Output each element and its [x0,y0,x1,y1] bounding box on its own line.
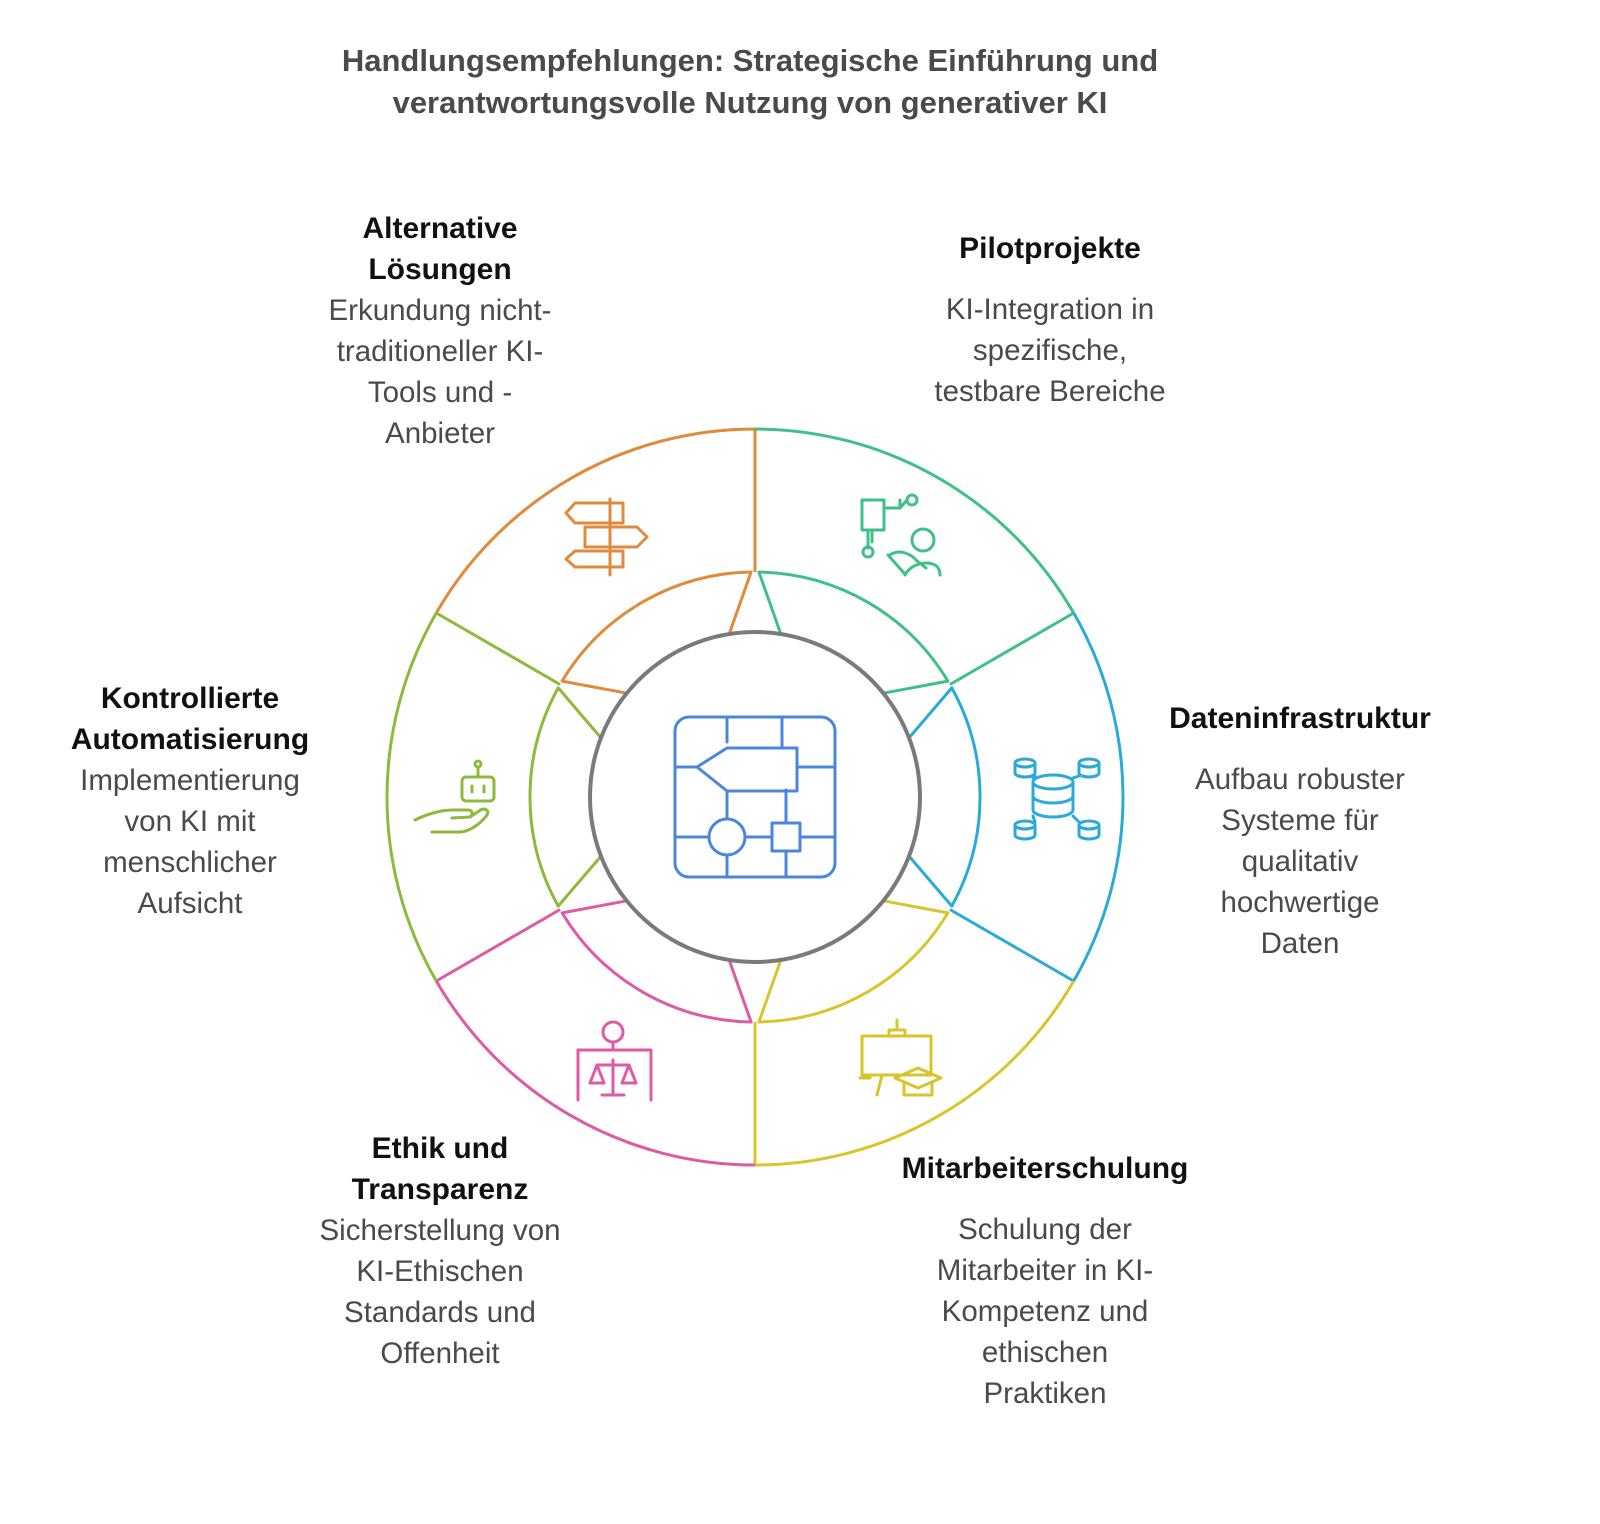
heading-line: Automatisierung [70,723,310,756]
segment-outer-arc [754,427,1075,614]
segment-heading: Kontrollierte Automatisierung [40,678,340,760]
segment-heading: Dateninfrastruktur [1169,702,1431,735]
title-line-2: verantwortungsvolle Nutzung von generati… [392,85,1108,120]
page-title: Handlungsempfehlungen: Strategische Einf… [200,40,1300,124]
segment-divider [949,908,1075,983]
segment-description: Erkundung nicht- traditioneller KI- Tool… [328,294,552,450]
segment-heading: Pilotprojekte [959,232,1141,265]
training-board-cap-icon [858,1018,943,1097]
heading-line: Transparenz [351,1173,529,1206]
title-line-1: Handlungsempfehlungen: Strategische Einf… [341,43,1159,78]
segment-inner-bracket [560,899,753,1024]
segment-inner-bracket [560,570,753,695]
segment-pilot: Pilotprojekte KI-Integration in spezifis… [900,228,1200,412]
segment-outer-arc [754,980,1075,1167]
segment-description: Aufbau robuster Systeme für qualitativ h… [1195,763,1405,960]
segment-divider [435,611,561,686]
heading-line: Alternative [362,212,518,245]
segment-heading: Mitarbeiterschulung [901,1152,1189,1185]
segment-heading: Ethik und Transparenz [280,1128,600,1210]
segment-inner-bracket [528,686,603,908]
segment-description: Schulung der Mitarbeiter in KI- Kompeten… [936,1213,1154,1410]
database-network-icon [1013,757,1101,841]
heading-line: Ethik und [371,1132,509,1165]
robot-hand-icon [413,759,496,834]
segment-inner-bracket [907,686,982,908]
heading-line: Lösungen [368,253,512,286]
segment-heading: Alternative Lösungen [290,208,590,290]
segment-outer-arc [435,427,756,614]
segment-mitarbeiter-shape [753,899,1075,1167]
segment-daten-shape [907,612,1125,983]
segment-divider [435,908,561,983]
segment-inner-bracket [757,570,950,695]
segment-ethik-shape [435,899,756,1167]
ai-chip-icon [673,715,837,879]
center-ring [588,630,922,964]
segment-kontroll-shape [385,611,603,982]
segment-alternative: Alternative Lösungen Erkundung nicht- tr… [290,208,590,454]
segment-ethik: Ethik und Transparenz Sicherstellung von… [280,1128,600,1374]
segment-description: Implementierung von KI mit menschlicher … [80,764,300,920]
segment-daten: Dateninfrastruktur Aufbau robuster Syste… [1140,698,1460,964]
segment-mitarbeiter: Mitarbeiterschulung Schulung der Mitarbe… [880,1148,1210,1414]
signpost-icon [564,497,649,577]
segment-description: Sicherstellung von KI-Ethischen Standard… [319,1214,561,1370]
robot-arm-person-icon [860,493,942,577]
segment-outer-arc [435,980,756,1167]
segment-divider [949,611,1075,686]
segment-kontroll: Kontrollierte Automatisierung Implementi… [40,678,340,924]
segment-outer-arc [1072,612,1125,982]
segment-description: KI-Integration in spezifische, testbare … [934,293,1166,408]
segment-outer-arc [385,612,438,982]
person-scales-icon [576,1020,653,1102]
segment-pilot-shape [754,427,1075,695]
heading-line: Kontrollierte [100,682,280,715]
segment-inner-bracket [757,899,950,1024]
segment-alternative-shape [435,427,757,695]
